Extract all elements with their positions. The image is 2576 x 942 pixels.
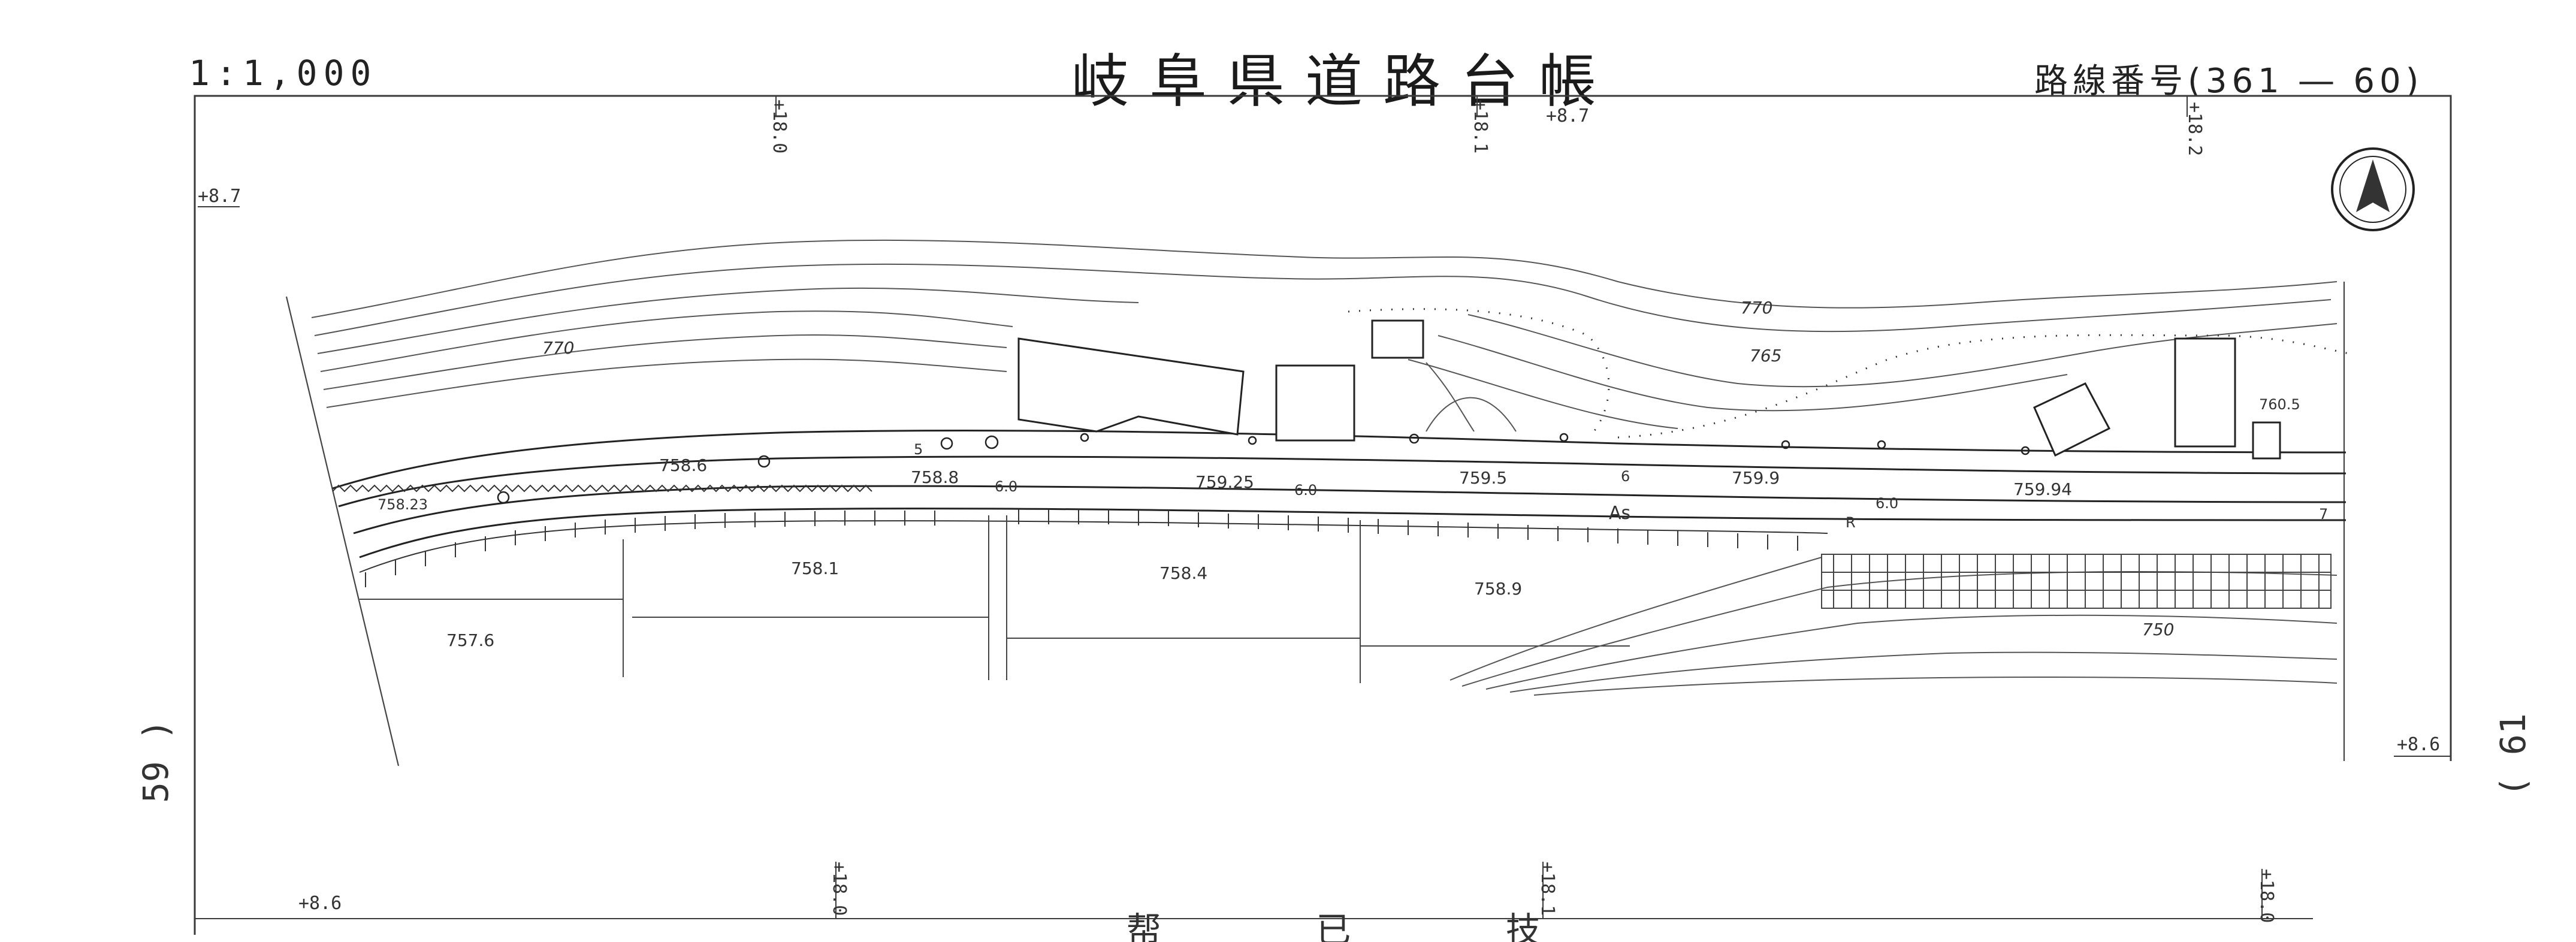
elevation-label: 759.25 (1195, 472, 1254, 492)
left-border-label: +8.7 (198, 186, 241, 207)
lane-width-label: 6.0 (1294, 482, 1317, 499)
marker-label: R (1846, 514, 1856, 531)
building (2252, 421, 2281, 460)
elevation-label: 758.4 (1159, 563, 1207, 583)
map-frame (194, 95, 2452, 935)
elevation-label: 758.8 (911, 467, 959, 487)
marker-label: 6 (1621, 468, 1630, 485)
lane-width-label: 6.0 (995, 478, 1017, 495)
route-number: 路線番号(361 ― 60) (2034, 62, 2424, 101)
lane-width-label: 6.0 (1876, 495, 1898, 512)
contour-label: 750 (2142, 620, 2174, 639)
building (2033, 382, 2111, 457)
map-title: 岐阜県道路台帳 (1071, 48, 1617, 115)
building (1275, 364, 1355, 442)
top-tick-label: +8.7 (1546, 105, 1590, 126)
right-border-label: +8.6 (2397, 734, 2441, 755)
marker-label: 7 (2319, 506, 2328, 523)
elevation-label: 759.9 (1732, 468, 1780, 488)
elevation-label: 759.5 (1459, 468, 1507, 488)
marker-label: 5 (914, 441, 923, 458)
building (1017, 337, 1245, 436)
map-scale: 1:1,000 (189, 53, 378, 93)
elevation-label: 758.1 (791, 558, 839, 578)
building (1371, 319, 1424, 359)
contour-label: 765 (1750, 346, 1781, 366)
north-arrow-icon (2331, 147, 2415, 231)
building (2174, 337, 2236, 448)
elevation-label: 758.23 (378, 496, 428, 513)
contour-label: 770 (542, 338, 574, 358)
elevation-label: 758.6 (659, 455, 707, 475)
elevation-label: 759.94 (2013, 479, 2072, 499)
bottom-left-label: +8.6 (298, 893, 342, 914)
elevation-label: 757.6 (446, 630, 494, 650)
contour-label: 770 (1741, 298, 1772, 318)
surface-label: As (1609, 503, 1630, 524)
next-sheet-title-partial: 帮 已 技 (1127, 910, 1612, 942)
elevation-label: 760.5 (2259, 396, 2300, 413)
elevation-label: 758.9 (1474, 579, 1522, 599)
